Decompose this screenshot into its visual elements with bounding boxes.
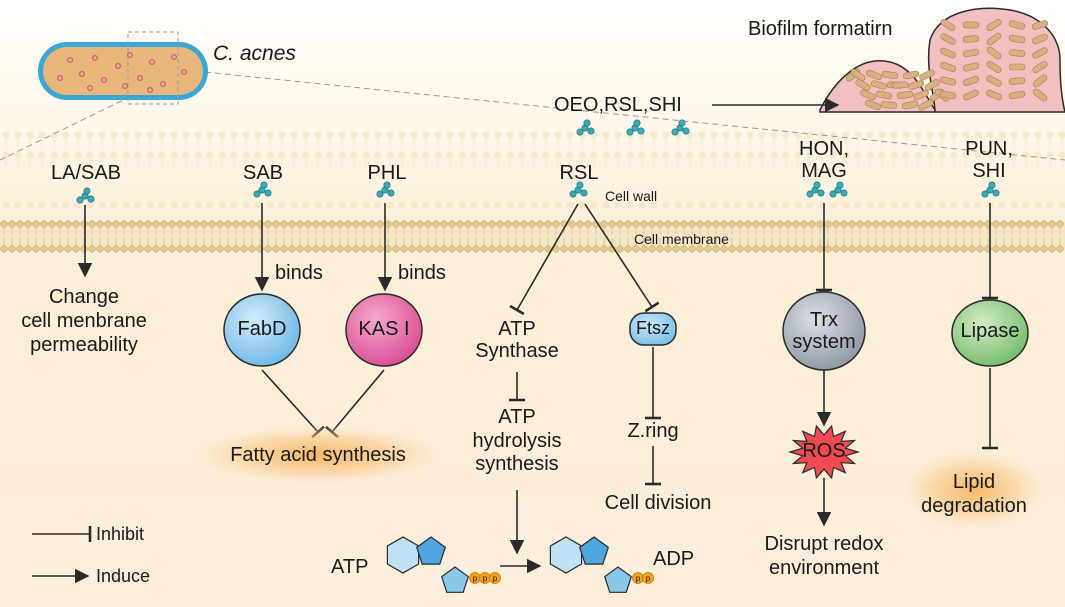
kas-node bbox=[345, 293, 423, 367]
z-ring-label: Z.ring bbox=[627, 420, 679, 442]
permeability-effect: Change cell menbrane permeability bbox=[21, 286, 147, 356]
kas-label: KAS I bbox=[358, 318, 410, 340]
svg-text:p: p bbox=[493, 574, 498, 583]
cell-wall-label: Cell wall bbox=[605, 188, 658, 204]
compound-hon-mag: HON, MAG bbox=[799, 138, 849, 183]
svg-text:p: p bbox=[483, 574, 488, 583]
cell-membrane-bilayer bbox=[0, 220, 1065, 253]
inhibit-rsl-atp bbox=[509, 203, 579, 316]
compound-pun-shi: PUN, SHI bbox=[965, 138, 1013, 183]
inhibit-rsl-ftsz bbox=[584, 203, 660, 313]
redox-effect: Disrupt redox environment bbox=[764, 533, 884, 579]
zoom-line-right bbox=[184, 69, 1065, 161]
fatty-acid-synthesis: Fatty acid synthesis bbox=[230, 444, 406, 466]
organism-label: C. acnes bbox=[213, 42, 296, 65]
adp-label: ADP bbox=[653, 548, 695, 570]
compound-phl: PHL bbox=[367, 162, 407, 184]
biofilm-compounds-label: OEO,RSL,SHI bbox=[554, 94, 682, 116]
lipase-label: Lipase bbox=[960, 320, 1020, 342]
svg-text:p: p bbox=[473, 574, 478, 583]
compound-la-sab: LA/SAB bbox=[50, 162, 122, 184]
zoom-line-left bbox=[0, 91, 141, 161]
lipase-node bbox=[951, 299, 1029, 367]
atp-label: ATP bbox=[331, 556, 369, 578]
svg-text:p: p bbox=[636, 574, 641, 583]
fabd-label: FabD bbox=[237, 318, 287, 340]
inhibit-fabd-fatty bbox=[261, 369, 325, 439]
ftsz-label: Ftsz bbox=[636, 318, 670, 338]
compound-icons bbox=[76, 119, 1000, 204]
ros-label: ROS bbox=[802, 440, 846, 462]
fabd-node bbox=[223, 293, 301, 367]
cell-membrane-label: Cell membrane bbox=[634, 231, 729, 247]
cell-wall-layer bbox=[2, 131, 1065, 209]
atp-hydrolysis-label: ATP hydrolysis synthesis bbox=[472, 406, 562, 476]
atp-synthase-label: ATP Synthase bbox=[475, 318, 559, 363]
binds-label-2: binds bbox=[398, 262, 446, 284]
biofilm-label: Biofilm formatirn bbox=[748, 18, 893, 40]
cell-division-label: Cell division bbox=[604, 492, 712, 514]
legend-inhibit-label: Inhibit bbox=[96, 524, 145, 544]
bacterium-cell bbox=[38, 31, 208, 105]
compound-rsl: RSL bbox=[559, 162, 599, 184]
trx-label: Trx system bbox=[792, 309, 856, 354]
legend-induce-label: Induce bbox=[96, 566, 151, 586]
ros-burst bbox=[787, 424, 861, 480]
biofilm-shape bbox=[819, 7, 1065, 113]
lipid-glow bbox=[902, 450, 1046, 530]
compound-sab: SAB bbox=[242, 162, 284, 184]
ftsz-node bbox=[629, 312, 677, 346]
svg-text:p: p bbox=[646, 574, 651, 583]
lipid-degradation: Lipid degradation bbox=[921, 471, 1027, 517]
trx-node bbox=[782, 291, 866, 371]
binds-label-1: binds bbox=[275, 262, 323, 284]
inhibit-kas-fatty bbox=[325, 369, 385, 439]
fatty-acid-glow bbox=[190, 425, 446, 485]
arrows bbox=[32, 97, 998, 584]
